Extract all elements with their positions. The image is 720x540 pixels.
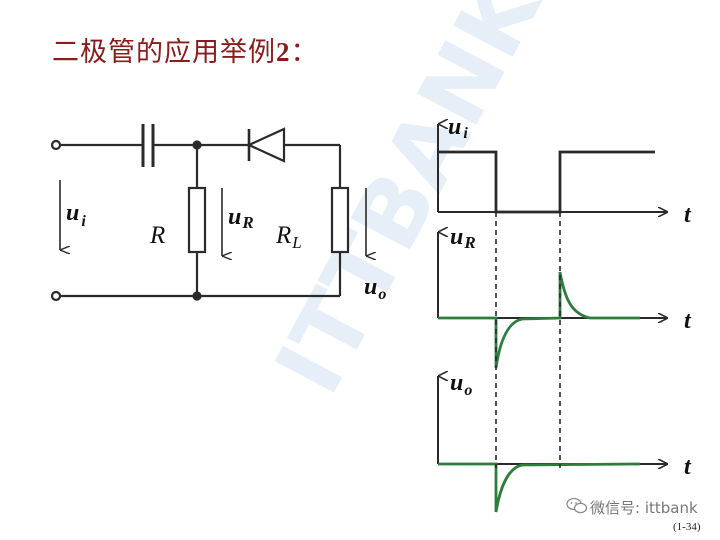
- ui-t-label: t: [684, 202, 692, 228]
- resistor-r: [187, 186, 207, 254]
- page-number: (1-34): [673, 521, 701, 533]
- circuit-ur-label: uR: [228, 204, 254, 232]
- junction-bottom: [192, 291, 202, 301]
- title-colon: ：: [290, 37, 319, 68]
- circuit-r-label: R: [149, 222, 165, 249]
- title-number: 2: [276, 37, 291, 67]
- ur-waveform: [438, 271, 640, 369]
- uo-waveform: [438, 462, 641, 513]
- ur-plot-label: uR: [450, 224, 476, 252]
- wechat-icon: [566, 497, 588, 514]
- circuit: [50, 124, 366, 302]
- junction-top: [192, 140, 202, 150]
- page-title: 二极管的应用举例2：: [52, 30, 319, 69]
- circuit-rl-label: RL: [275, 222, 302, 252]
- ur-plot: [437, 232, 668, 369]
- ur-t-label: t: [684, 308, 692, 334]
- ui-plot: [437, 124, 668, 214]
- title-text: 二极管的应用举例: [52, 37, 276, 68]
- ui-waveform: [438, 150, 655, 214]
- input-terminal-top: [50, 139, 62, 151]
- circuit-uo-label: uo: [364, 274, 386, 303]
- uo-t-label: t: [684, 454, 692, 480]
- diode-icon: [246, 127, 286, 163]
- resistor-rl: [330, 186, 350, 254]
- uo-plot: [437, 376, 668, 513]
- uo-plot-label: uo: [450, 370, 472, 399]
- footer-account: 微信号: ittbank: [590, 499, 698, 517]
- input-terminal-bottom: [50, 290, 62, 302]
